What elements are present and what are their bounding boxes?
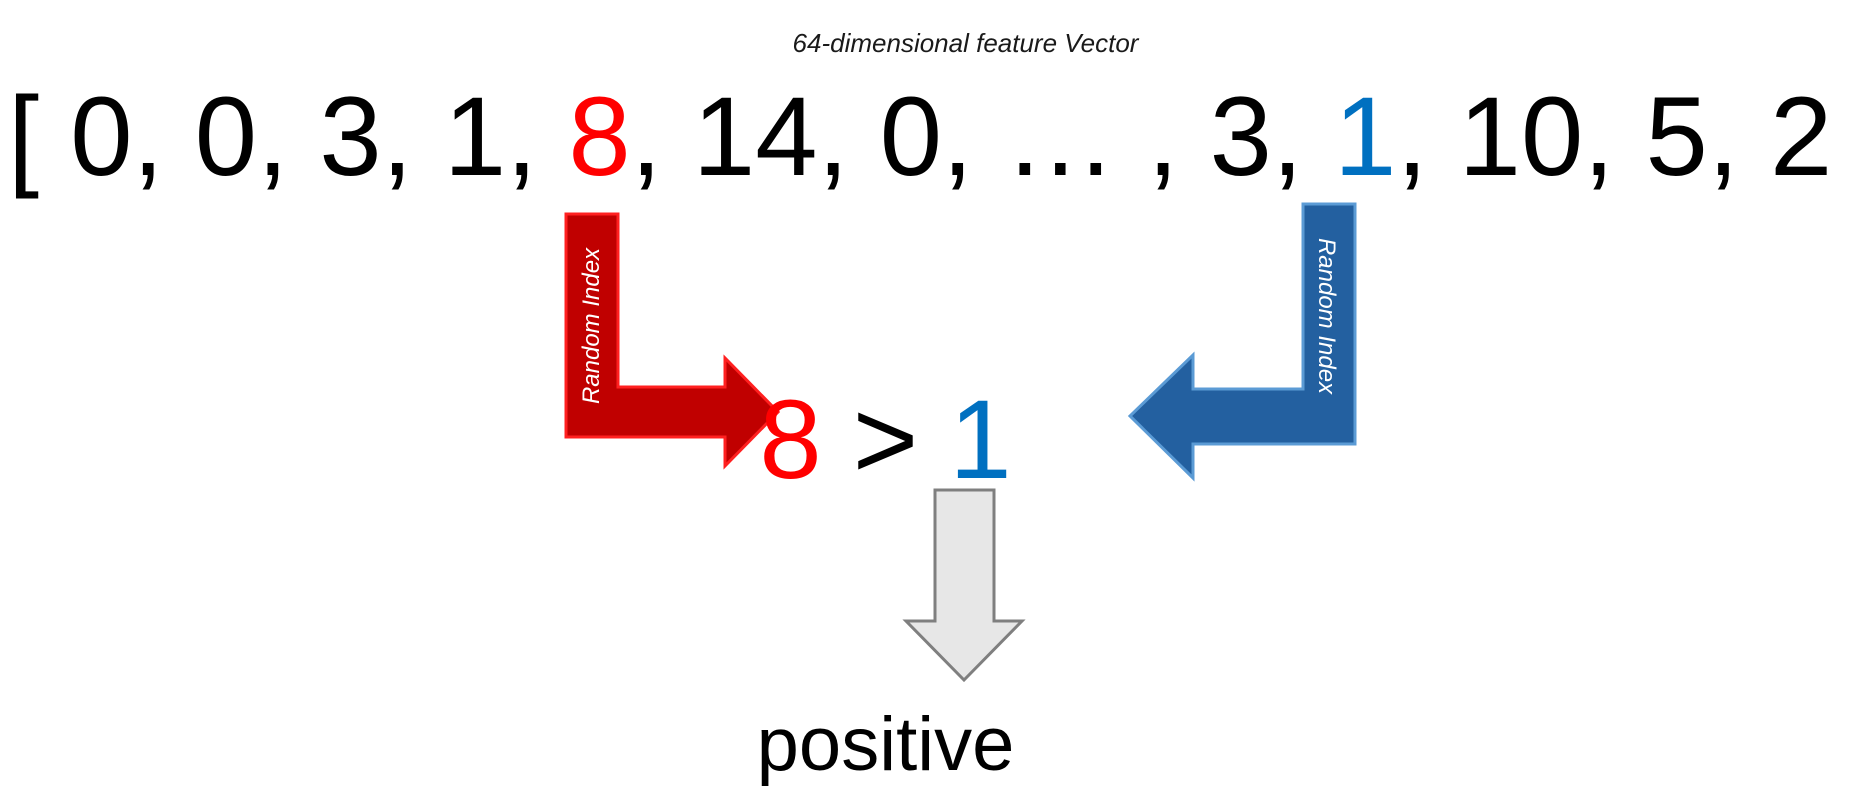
comparison-left-value: 8 bbox=[759, 377, 822, 502]
vector-separator: , bbox=[1396, 74, 1459, 199]
vector-separator: , bbox=[132, 74, 195, 199]
vector-element: 1 bbox=[1334, 74, 1397, 199]
vector-element: 0 bbox=[879, 74, 943, 199]
vector-separator: , bbox=[506, 74, 569, 199]
vector-element: 3 bbox=[319, 74, 382, 199]
vector-element: 0 bbox=[194, 74, 258, 199]
vector-element: … bbox=[1004, 74, 1117, 199]
vector-element: 10 bbox=[1458, 74, 1584, 199]
vector-separator: , bbox=[630, 74, 693, 199]
vector-separator: , bbox=[257, 74, 320, 199]
result-label: positive bbox=[756, 702, 1015, 787]
feature-vector: [ 0, 0, 3, 1, 8, 14, 0, … , 3, 1, 10, 5,… bbox=[8, 72, 1851, 202]
comparison-right-value: 1 bbox=[949, 377, 1012, 502]
vector-open-bracket: [ bbox=[8, 74, 40, 199]
vector-element: 3 bbox=[1209, 74, 1272, 199]
vector-separator: , bbox=[1707, 74, 1771, 199]
red-bent-arrow bbox=[564, 212, 781, 470]
comparison-expression: 8 > 1 bbox=[0, 375, 1811, 505]
vector-separator: , bbox=[1116, 74, 1210, 199]
vector-separator: , bbox=[1271, 74, 1335, 199]
vector-element: 0 bbox=[70, 74, 133, 199]
vector-caption: 64-dimensional feature Vector bbox=[792, 28, 1139, 58]
vector-separator: , bbox=[1583, 74, 1646, 199]
comparison-operator: > bbox=[852, 377, 919, 502]
vector-element: 14 bbox=[692, 74, 818, 199]
blue-bent-arrow bbox=[1127, 202, 1357, 482]
vector-separator: , bbox=[381, 74, 444, 199]
red-arrow-label: Random Index bbox=[578, 247, 605, 404]
vector-element: 8 bbox=[568, 74, 631, 199]
vector-separator: , bbox=[817, 74, 880, 199]
down-arrow bbox=[902, 488, 1026, 683]
vector-separator: , bbox=[942, 74, 1005, 199]
vector-element: 1 bbox=[443, 74, 507, 199]
vector-element: 5 bbox=[1645, 74, 1708, 199]
blue-arrow-label: Random Index bbox=[1313, 238, 1340, 395]
vector-element: 2 bbox=[1770, 74, 1833, 199]
